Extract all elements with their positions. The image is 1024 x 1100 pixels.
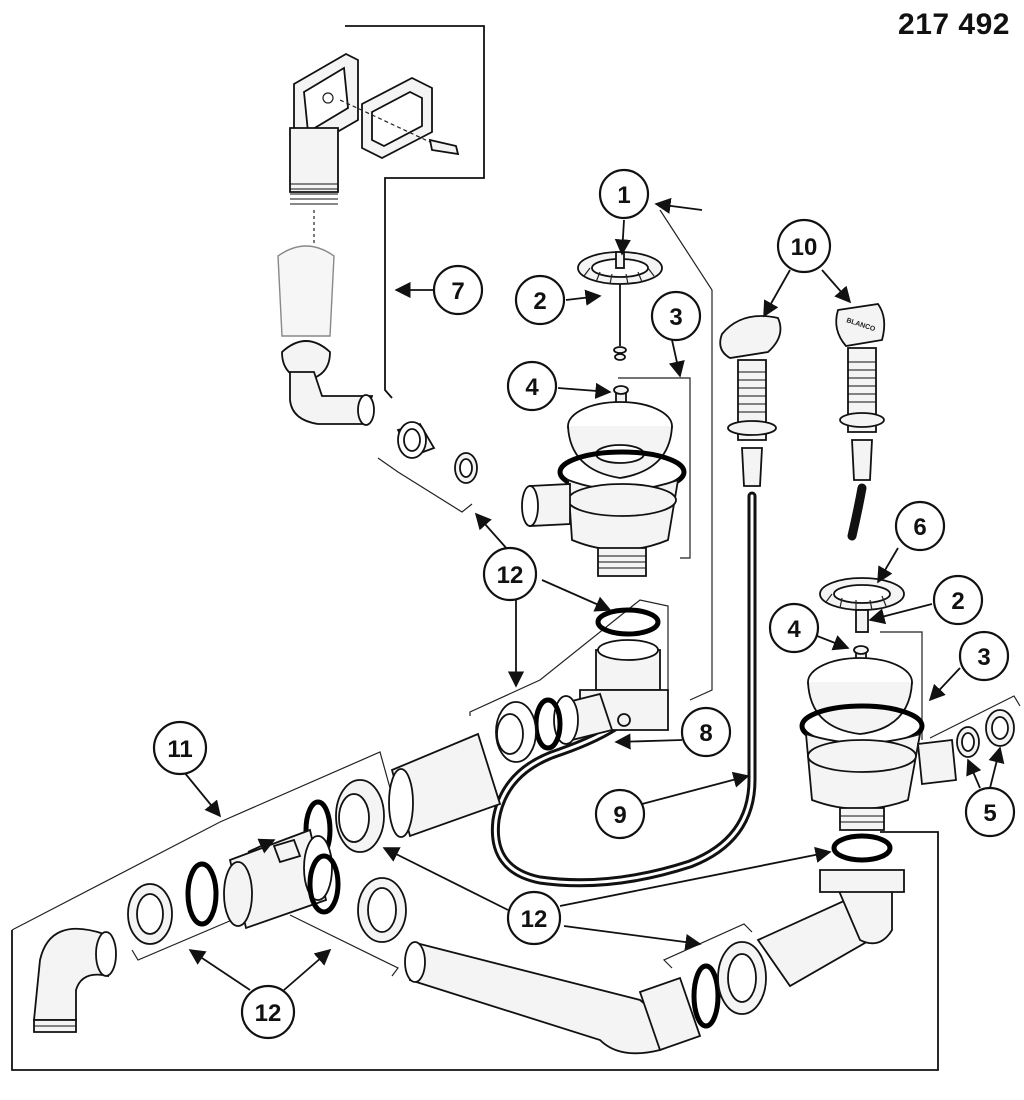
bowden-cable (490, 491, 757, 888)
callout-label: 4 (787, 616, 801, 643)
part-number: 217 492 (898, 8, 1010, 41)
callout-4-top: 4 (506, 360, 558, 412)
callout-12-middle: 12 (482, 546, 538, 602)
strainer-basket-1 (577, 251, 663, 361)
callout-label: 12 (497, 562, 524, 589)
callout-label: 1 (617, 182, 630, 209)
actuator-knob-1 (719, 315, 782, 487)
callout-label: 3 (669, 304, 682, 331)
strainer-body-1 (521, 385, 687, 577)
callout-7: 7 (432, 264, 484, 316)
overflow-assembly (277, 52, 460, 426)
strainer-basket-2 (819, 577, 905, 633)
callout-label: 3 (977, 644, 990, 671)
callout-label: 9 (613, 802, 626, 829)
callout-10: 10 (776, 218, 832, 274)
callout-3-top: 3 (650, 290, 702, 342)
callout-6: 6 (894, 500, 946, 552)
connector-pipe-upper (303, 732, 502, 861)
tee-fitting-assembly (495, 607, 669, 763)
callout-label: 10 (791, 234, 818, 261)
callout-2-right: 2 (932, 574, 984, 626)
branch-tee (127, 828, 407, 945)
callout-label: 5 (983, 800, 996, 827)
callout-3-right: 3 (958, 630, 1010, 682)
callout-5: 5 (964, 786, 1016, 838)
right-elbow-pipe (756, 833, 905, 988)
callout-label: 12 (255, 1000, 282, 1027)
strainer-body-2 (799, 645, 1015, 831)
leader-arrows (183, 197, 1005, 991)
connector-pipe-lower (404, 941, 767, 1055)
callout-12-lower-middle: 12 (506, 890, 562, 946)
callout-label: 7 (451, 278, 464, 305)
callout-label: 4 (525, 374, 539, 401)
callout-4-right: 4 (768, 602, 820, 654)
overflow-nut-washer (396, 421, 478, 484)
outlet-elbow (33, 927, 117, 1033)
actuator-knob-2: BLANCO (835, 303, 886, 541)
callout-12-bottom-left: 12 (240, 984, 296, 1040)
callout-9: 9 (594, 788, 646, 840)
callout-11: 11 (152, 720, 208, 776)
callout-2-top: 2 (514, 274, 566, 326)
callout-label: 2 (951, 588, 964, 615)
callout-8: 8 (680, 706, 732, 758)
callout-label: 8 (699, 720, 712, 747)
overflow-thread (290, 183, 338, 205)
callout-1: 1 (598, 168, 650, 220)
callout-label: 12 (521, 906, 548, 933)
callout-label: 11 (167, 736, 192, 763)
callout-label: 6 (913, 514, 926, 541)
callout-label: 2 (533, 288, 546, 315)
